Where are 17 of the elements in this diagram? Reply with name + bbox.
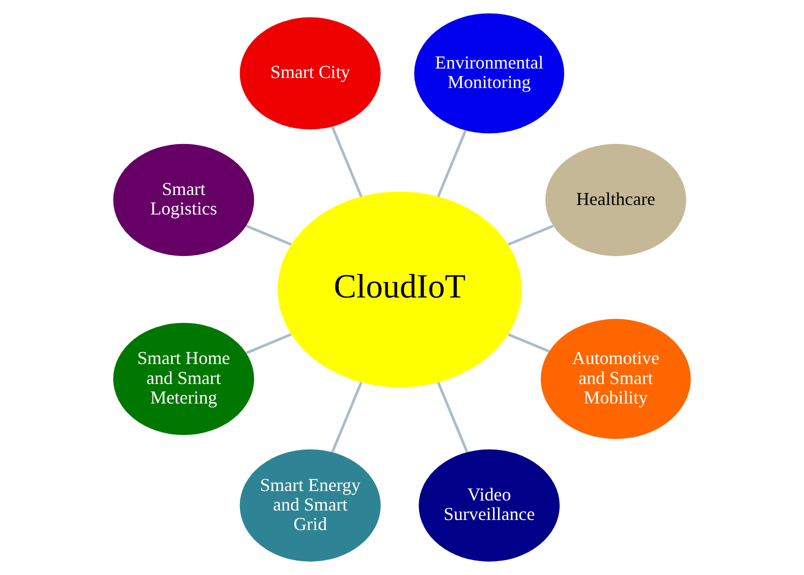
node-ellipse: Smart City bbox=[240, 17, 381, 130]
node-ellipse: Smart Home and Smart Metering bbox=[113, 322, 254, 436]
connector bbox=[436, 382, 468, 452]
node-ellipse: Environmental Monitoring bbox=[414, 13, 564, 134]
node-ellipse: Healthcare bbox=[545, 144, 686, 256]
connector bbox=[246, 224, 292, 246]
node-ellipse: Automotive and Smart Mobility bbox=[540, 318, 691, 439]
connector bbox=[331, 126, 362, 198]
connector bbox=[508, 224, 554, 246]
node-ellipse: Smart Energy and Smart Grid bbox=[240, 449, 381, 562]
node-ellipse: CloudIoT bbox=[278, 192, 522, 388]
node-ellipse: Smart Logistics bbox=[113, 144, 254, 256]
connector bbox=[331, 382, 362, 452]
connector bbox=[508, 333, 550, 352]
connector bbox=[246, 333, 292, 354]
connector bbox=[436, 130, 467, 198]
node-ellipse: Video Surveillance bbox=[418, 449, 560, 562]
